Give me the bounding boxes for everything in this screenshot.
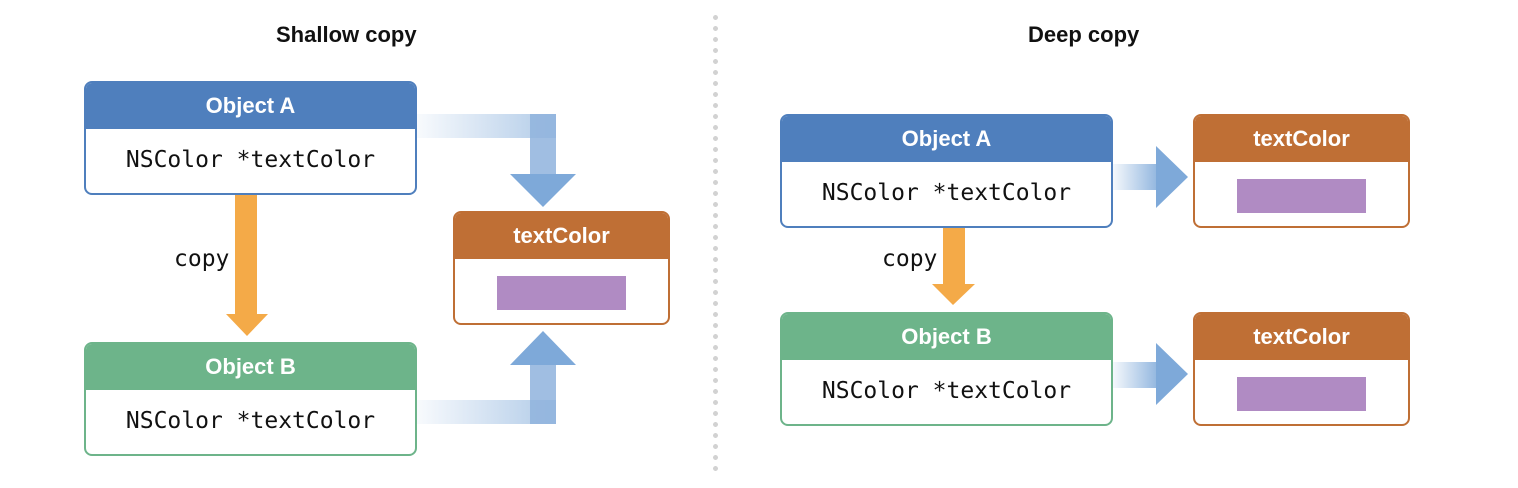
deep-text-color-box-a: textColor bbox=[1193, 114, 1410, 228]
deep-ref-arrow-a bbox=[1113, 146, 1188, 208]
shallow-object-b-field: NSColor *textColor bbox=[125, 408, 376, 434]
shallow-copy-label: copy bbox=[174, 246, 230, 272]
section-divider bbox=[713, 12, 718, 474]
deep-object-b-header: Object B bbox=[782, 314, 1111, 360]
deep-text-color-header-b: textColor bbox=[1195, 314, 1408, 360]
deep-copy-label: copy bbox=[882, 246, 938, 272]
deep-object-a-field: NSColor *textColor bbox=[821, 180, 1072, 206]
shallow-object-a-field: NSColor *textColor bbox=[125, 147, 376, 173]
shallow-object-a-header: Object A bbox=[86, 83, 415, 129]
shallow-color-swatch bbox=[497, 276, 626, 310]
deep-object-b: Object B NSColor *textColor bbox=[780, 312, 1113, 426]
shallow-ref-arrow-a bbox=[416, 114, 576, 207]
deep-ref-arrow-b bbox=[1113, 343, 1188, 405]
shallow-copy-arrow bbox=[226, 193, 268, 336]
deep-object-a-header: Object A bbox=[782, 116, 1111, 162]
deep-object-b-field: NSColor *textColor bbox=[821, 378, 1072, 404]
deep-copy-arrow bbox=[932, 227, 975, 305]
deep-object-a: Object A NSColor *textColor bbox=[780, 114, 1113, 228]
shallow-object-a: Object A NSColor *textColor bbox=[84, 81, 417, 195]
shallow-ref-arrow-b bbox=[416, 331, 576, 424]
deep-color-swatch-a bbox=[1237, 179, 1366, 213]
deep-text-color-box-b: textColor bbox=[1193, 312, 1410, 426]
shallow-text-color-header: textColor bbox=[455, 213, 668, 259]
shallow-text-color-box: textColor bbox=[453, 211, 670, 325]
deep-copy-title: Deep copy bbox=[1028, 22, 1140, 47]
shallow-copy-title: Shallow copy bbox=[276, 22, 417, 47]
shallow-object-b: Object B NSColor *textColor bbox=[84, 342, 417, 456]
shallow-object-b-header: Object B bbox=[86, 344, 415, 390]
deep-text-color-header-a: textColor bbox=[1195, 116, 1408, 162]
deep-color-swatch-b bbox=[1237, 377, 1366, 411]
